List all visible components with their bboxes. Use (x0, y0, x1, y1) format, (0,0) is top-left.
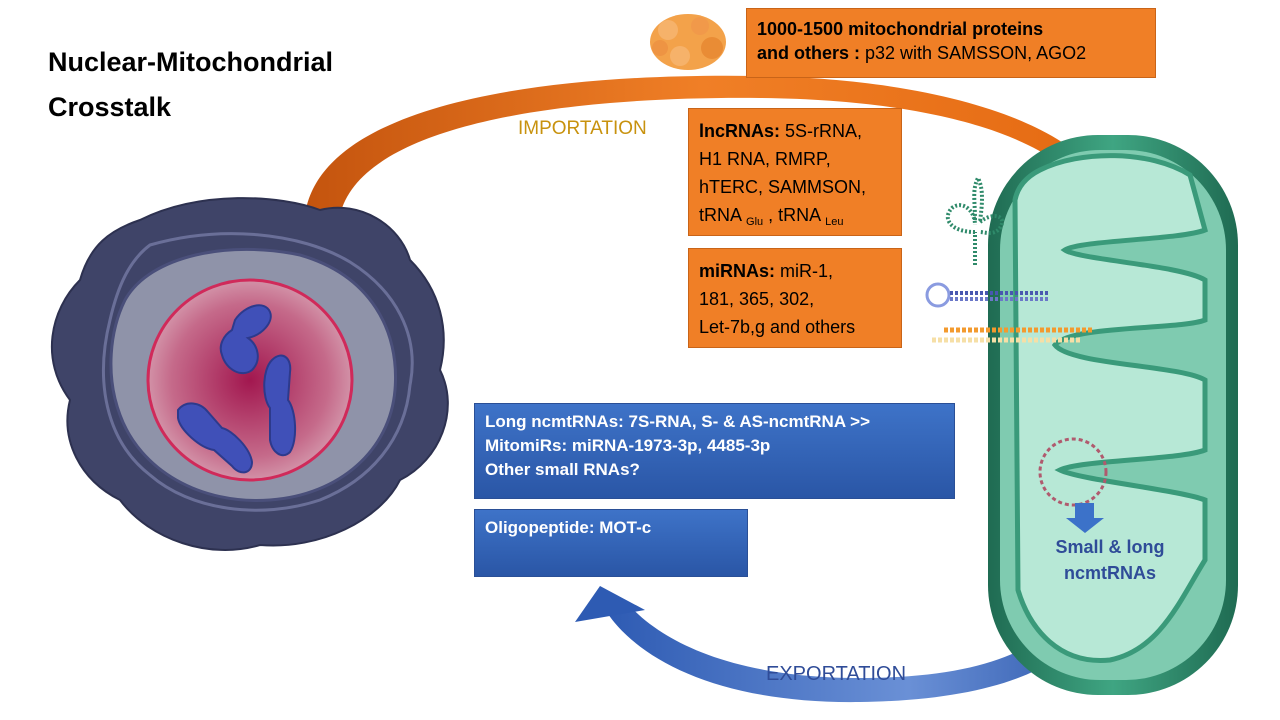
export-rnas-box: Long ncmtRNAs: 7S-RNA, S- & AS-ncmtRNA >… (474, 403, 955, 499)
importation-label: IMPORTATION (518, 118, 647, 139)
exportation-arrow (575, 586, 1108, 703)
exportation-label: EXPORTATION (766, 663, 907, 685)
trna-glu: tRNA (699, 205, 747, 225)
mirnas-line-3: Let-7b,g and others (699, 317, 856, 337)
title-line-2: Crosstalk (48, 92, 172, 122)
lncrnas-box: lncRNAs: 5S-rRNA, H1 RNA, RMRP, hTERC, S… (688, 108, 902, 236)
trna-leu-sub: Leu (825, 216, 844, 228)
mirnas-line-1: miR-1, (775, 261, 834, 281)
trna-separator: , (763, 205, 779, 225)
mito-label-line-2: ncmtRNAs (1063, 563, 1156, 583)
mirnas-heading: miRNAs: (699, 261, 776, 281)
export-line-3: Other small RNAs? (485, 460, 640, 479)
proteins-box: 1000-1500 mitochondrial proteins and oth… (746, 8, 1156, 78)
lncrnas-line-2: H1 RNA, RMRP, (699, 149, 831, 169)
mirnas-box: miRNAs: miR-1, 181, 365, 302, Let-7b,g a… (688, 248, 902, 348)
mitochondrion-illustration (988, 135, 1238, 695)
export-line-1: Long ncmtRNAs: 7S-RNA, S- & AS-ncmtRNA >… (485, 412, 871, 431)
proteins-line-2-rest: p32 with SAMSSON, AGO2 (860, 43, 1087, 63)
mirna-hairpin-icon (925, 282, 1050, 308)
trna-leu: tRNA (778, 205, 826, 225)
trna-glu-sub: Glu (746, 216, 764, 228)
title-line-1: Nuclear-Mitochondrial (48, 47, 334, 77)
mito-label-line-1: Small & long (1055, 537, 1165, 557)
export-line-2: MitomiRs: miRNA-1973-3p, 4485-3p (485, 436, 771, 455)
rna-duplex-icon (932, 327, 1094, 343)
nucleus-illustration (50, 197, 449, 551)
oligopeptide-box: Oligopeptide: MOT-c (474, 509, 748, 577)
lncrnas-line-4: tRNA Glu , tRNA Leu (699, 201, 891, 236)
oligopeptide-line: Oligopeptide: MOT-c (485, 518, 652, 537)
proteins-line-2-label: and others : (757, 43, 861, 63)
mirnas-line-2: 181, 365, 302, (699, 289, 815, 309)
lncrnas-line-3: hTERC, SAMMSON, (699, 177, 867, 197)
protein-cluster-icon (650, 14, 726, 70)
lncrnas-line-1: 5S-rRNA, (780, 121, 863, 141)
lncrnas-heading: lncRNAs: (699, 121, 781, 141)
trna-icon (945, 173, 1004, 265)
mito-ncmtrnas-label: Small & long ncmtRNAs (1040, 534, 1180, 586)
diagram-title: Nuclear-Mitochondrial Crosstalk (48, 40, 333, 130)
proteins-line-1: 1000-1500 mitochondrial proteins (757, 19, 1044, 39)
